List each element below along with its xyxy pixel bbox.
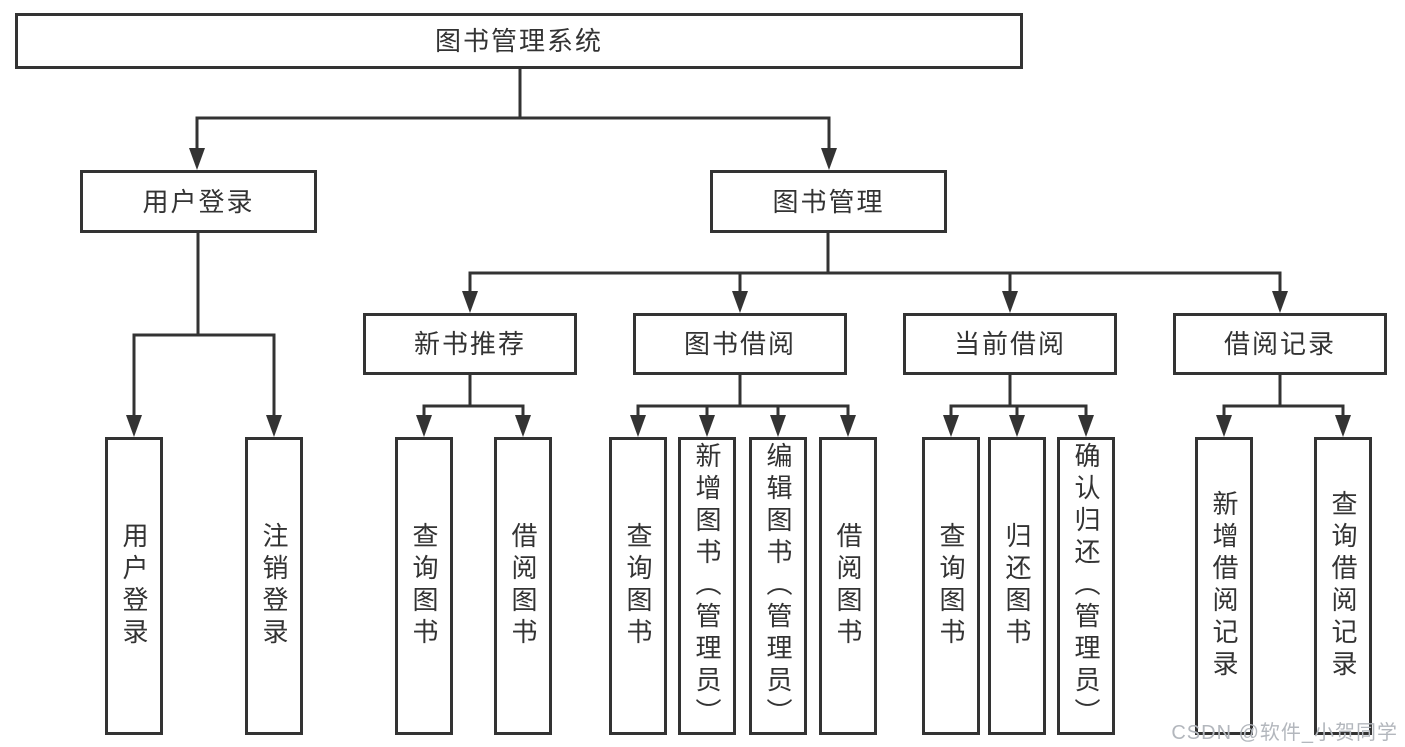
leaf-edit-books-admin-label: 编辑图书（管理员）: [763, 442, 793, 730]
node-borrowing-records: 借阅记录: [1173, 313, 1387, 375]
leaf-query-books-recommend: 查询图书: [395, 437, 453, 735]
node-user-login-branch: 用户登录: [80, 170, 317, 233]
leaf-logout-label: 注销登录: [259, 522, 289, 650]
leaf-edit-books-admin: 编辑图书（管理员）: [749, 437, 807, 735]
leaf-add-books-admin: 新增图书（管理员）: [678, 437, 736, 735]
leaf-add-borrow-record-label: 新增借阅记录: [1209, 490, 1239, 682]
node-borrowing-records-label: 借阅记录: [1223, 329, 1336, 359]
node-current-borrowing-label: 当前借阅: [953, 329, 1066, 359]
node-book-management-label: 图书管理: [772, 186, 885, 217]
leaf-user-login-label: 用户登录: [119, 522, 149, 650]
node-current-borrowing: 当前借阅: [903, 313, 1117, 375]
leaf-query-books-recommend-label: 查询图书: [409, 522, 439, 650]
leaf-query-books-borrowing: 查询图书: [609, 437, 667, 735]
leaf-borrow-books-recommend-label: 借阅图书: [508, 522, 538, 650]
leaf-add-borrow-record: 新增借阅记录: [1195, 437, 1253, 735]
leaf-query-borrow-record: 查询借阅记录: [1314, 437, 1372, 735]
node-book-borrowing-label: 图书借阅: [683, 329, 796, 359]
leaf-borrow-books-borrowing-label: 借阅图书: [833, 522, 863, 650]
leaf-query-books-borrowing-label: 查询图书: [623, 522, 653, 650]
node-user-login-branch-label: 用户登录: [142, 186, 255, 217]
leaf-query-books-current: 查询图书: [922, 437, 980, 735]
leaf-add-books-admin-label: 新增图书（管理员）: [692, 442, 722, 730]
csdn-watermark: CSDN @软件_小贺同学: [1171, 722, 1398, 744]
leaf-user-login: 用户登录: [105, 437, 163, 735]
leaf-borrow-books-recommend: 借阅图书: [494, 437, 552, 735]
leaf-return-books-label: 归还图书: [1002, 522, 1032, 650]
leaf-query-borrow-record-label: 查询借阅记录: [1328, 490, 1358, 682]
leaf-confirm-return-admin: 确认归还（管理员）: [1057, 437, 1115, 735]
leaf-logout: 注销登录: [245, 437, 303, 735]
node-book-management: 图书管理: [710, 170, 947, 233]
leaf-confirm-return-admin-label: 确认归还（管理员）: [1071, 442, 1101, 730]
node-new-book-recommend: 新书推荐: [363, 313, 577, 375]
node-root-label: 图书管理系统: [434, 26, 603, 56]
node-root: 图书管理系统: [15, 13, 1023, 69]
node-book-borrowing: 图书借阅: [633, 313, 847, 375]
node-new-book-recommend-label: 新书推荐: [413, 329, 526, 359]
leaf-return-books: 归还图书: [988, 437, 1046, 735]
leaf-query-books-current-label: 查询图书: [936, 522, 966, 650]
leaf-borrow-books-borrowing: 借阅图书: [819, 437, 877, 735]
